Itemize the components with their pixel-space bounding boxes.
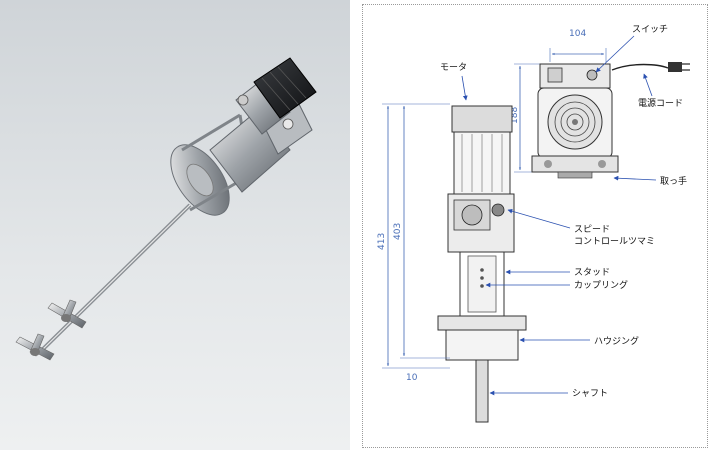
callout-handle: 取っ手 bbox=[660, 175, 687, 187]
switch-icon bbox=[586, 69, 598, 81]
callout-switch: スイッチ bbox=[632, 24, 668, 35]
stirrer-photo bbox=[0, 0, 350, 450]
photo-impeller-lower bbox=[15, 333, 55, 361]
callout-speed-knob-line2: コントロールツマミ bbox=[574, 237, 655, 247]
photo-motor bbox=[253, 57, 317, 119]
technical-drawing: 104 188 bbox=[377, 24, 690, 423]
photo-impeller-upper bbox=[47, 299, 87, 329]
callout-power-cord: 電源コード bbox=[638, 98, 683, 109]
plug-icon bbox=[668, 62, 682, 72]
callout-coupling: カップリング bbox=[574, 279, 628, 291]
callout-speed-knob-line1: スピード bbox=[574, 224, 610, 235]
dim-overall-height: 413 bbox=[377, 233, 387, 250]
callout-stud: スタッド bbox=[574, 267, 610, 278]
callout-motor: モータ bbox=[440, 62, 467, 73]
photo-gearbox bbox=[235, 79, 291, 135]
power-cord bbox=[611, 63, 669, 71]
callout-housing: ハウジング bbox=[594, 335, 639, 347]
dim-bottom-offset: 10 bbox=[406, 373, 418, 383]
speed-knob-icon bbox=[491, 203, 505, 217]
side-view: 104 188 bbox=[510, 29, 690, 179]
dim-body-height: 403 bbox=[393, 223, 403, 240]
callout-shaft: シャフト bbox=[572, 389, 608, 399]
dim-height-side: 188 bbox=[510, 107, 520, 124]
callouts: スイッチ モータ 電源コード 取っ手 スピード コントロールツマミ スタッド カ… bbox=[440, 24, 687, 399]
dim-width-top: 104 bbox=[569, 29, 586, 39]
front-view: 413 403 10 bbox=[377, 103, 527, 423]
